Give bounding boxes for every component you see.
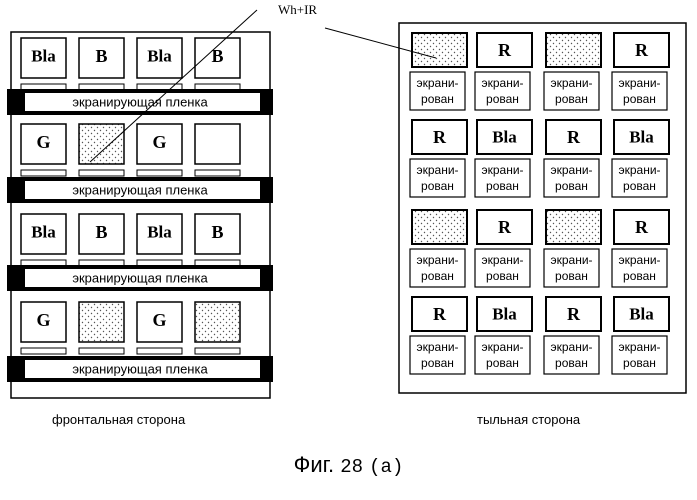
screened-label-line1: экрани- — [550, 76, 592, 90]
back-cell-label: Bla — [629, 305, 654, 324]
screened-label-line2: рован — [486, 92, 519, 106]
back-cell-label: R — [433, 304, 447, 324]
back-cell-label: R — [567, 304, 581, 324]
front-cell-label: Bla — [31, 47, 56, 66]
screened-label-line1: экрани- — [481, 340, 523, 354]
shield-film-label: экранирующая пленка — [72, 183, 208, 198]
front-caption: фронтальная сторона — [52, 412, 185, 427]
screened-label-line1: экрани- — [416, 253, 458, 267]
figure-number: 28 — [340, 456, 363, 478]
screened-label-line2: рован — [555, 179, 588, 193]
front-subcell — [137, 170, 182, 176]
shield-film-label: экранирующая пленка — [72, 95, 208, 110]
back-cell-pattern — [412, 33, 467, 67]
back-caption: тыльная сторона — [477, 412, 580, 427]
front-cell-pattern — [79, 124, 124, 164]
screened-label-line2: рован — [555, 92, 588, 106]
screened-label-line1: экрани- — [550, 163, 592, 177]
front-cell-pattern — [79, 302, 124, 342]
screened-label-line1: экрани- — [618, 253, 660, 267]
front-cell-pattern — [195, 302, 240, 342]
screened-label-line2: рован — [421, 269, 454, 283]
screened-label-line1: экрани- — [416, 76, 458, 90]
screened-label-line2: рован — [555, 356, 588, 370]
screened-label-line1: экрани- — [481, 163, 523, 177]
front-cell-label: B — [211, 46, 223, 66]
back-cell-pattern — [546, 210, 601, 244]
front-cell-label: G — [36, 132, 50, 152]
front-subcell — [195, 170, 240, 176]
shield-film-label: экранирующая пленка — [72, 271, 208, 286]
front-subcell — [79, 348, 124, 354]
figure-prefix: Фиг. — [294, 452, 334, 477]
screened-label-line2: рован — [486, 356, 519, 370]
screened-label-line1: экрани- — [618, 76, 660, 90]
shield-film-label: экранирующая пленка — [72, 362, 208, 377]
back-cell-label: R — [498, 40, 512, 60]
screened-label-line1: экрани- — [550, 253, 592, 267]
back-cell-label: R — [635, 217, 649, 237]
front-subcell — [195, 348, 240, 354]
back-cell-label: Bla — [492, 128, 517, 147]
front-cell-label: B — [95, 46, 107, 66]
screened-label-line2: рован — [486, 179, 519, 193]
front-cell-label: G — [36, 310, 50, 330]
front-subcell — [137, 348, 182, 354]
screened-label-line1: экрани- — [550, 340, 592, 354]
back-cell-label: R — [433, 127, 447, 147]
screened-label-line2: рован — [623, 92, 656, 106]
screened-label-line2: рован — [421, 356, 454, 370]
figure-suffix: (a) — [369, 456, 403, 478]
front-cell-label: Bla — [31, 223, 56, 242]
back-cell-label: Bla — [492, 305, 517, 324]
screened-label-line2: рован — [421, 179, 454, 193]
front-cell-label: G — [152, 132, 166, 152]
screened-label-line1: экрани- — [481, 253, 523, 267]
screened-label-line1: экрани- — [416, 340, 458, 354]
front-cell-pattern — [195, 124, 240, 164]
front-subcell — [79, 170, 124, 176]
screened-label-line2: рован — [623, 269, 656, 283]
back-cell-label: R — [635, 40, 649, 60]
screened-label-line1: экрани- — [416, 163, 458, 177]
front-cell-label: Bla — [147, 47, 172, 66]
screened-label-line1: экрани- — [618, 163, 660, 177]
front-subcell — [21, 170, 66, 176]
back-cell-label: Bla — [629, 128, 654, 147]
screened-label-line1: экрани- — [618, 340, 660, 354]
back-cell-pattern — [546, 33, 601, 67]
figure-caption: Фиг. 28 (a) — [0, 452, 697, 478]
screened-label-line1: экрани- — [481, 76, 523, 90]
screened-label-line2: рован — [421, 92, 454, 106]
back-cell-label: R — [567, 127, 581, 147]
front-cell-label: Bla — [147, 223, 172, 242]
front-cell-label: B — [95, 222, 107, 242]
front-cell-label: G — [152, 310, 166, 330]
front-cell-label: B — [211, 222, 223, 242]
screened-label-line2: рован — [486, 269, 519, 283]
back-cell-pattern — [412, 210, 467, 244]
screened-label-line2: рован — [623, 179, 656, 193]
callout-label: Wh+IR — [278, 2, 317, 17]
back-cell-label: R — [498, 217, 512, 237]
front-subcell — [21, 348, 66, 354]
screened-label-line2: рован — [555, 269, 588, 283]
screened-label-line2: рован — [623, 356, 656, 370]
